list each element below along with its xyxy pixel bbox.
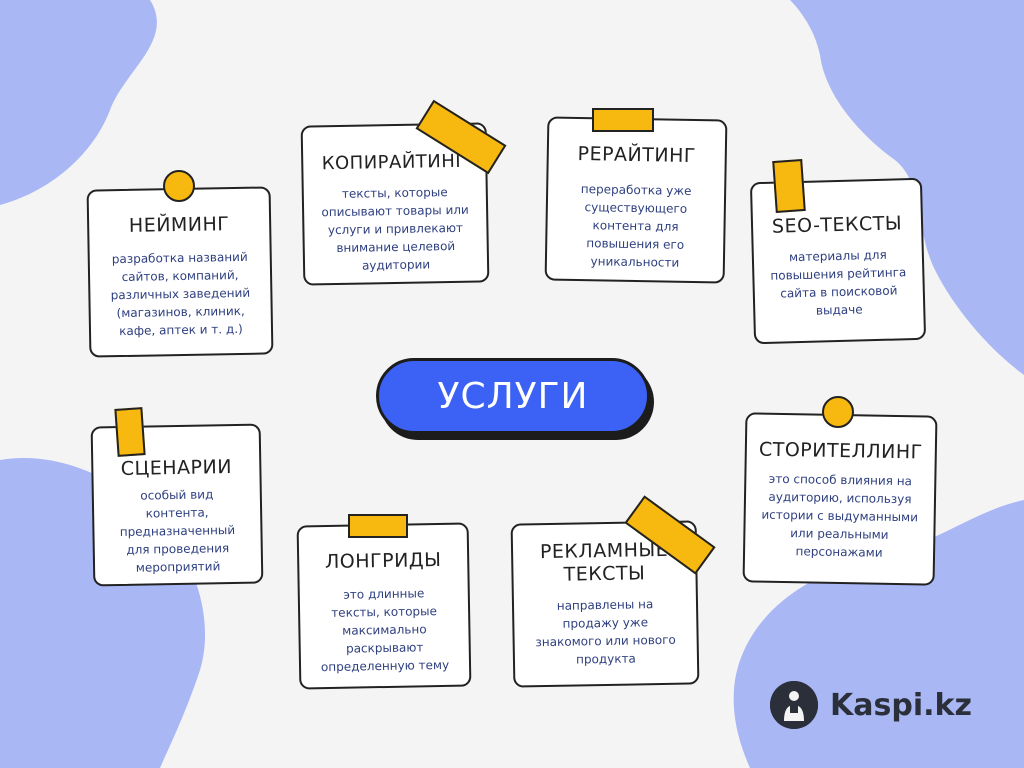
tape-icon <box>592 108 654 132</box>
card-title: SEO-ТЕКСТЫ <box>771 212 903 238</box>
card-storytelling: СТОРИТЕЛЛИНГ это способ влияния на аудит… <box>742 412 938 586</box>
card-title: ЛОНГРИДЫ <box>324 548 442 574</box>
card-description: переработка уже существующего контента д… <box>580 181 692 270</box>
card-description: это длинные тексты, которые максимально … <box>320 586 450 674</box>
center-title: УСЛУГИ <box>437 375 589 417</box>
card-title: СЦЕНАРИИ <box>120 456 233 480</box>
card-description: разработка названий сайтов, компаний, ра… <box>110 249 251 338</box>
tape-icon <box>772 159 806 213</box>
card-rewriting: РЕРАЙТИНГ переработка уже существующего … <box>544 116 728 284</box>
card-description: особый вид контента, предназначенный для… <box>119 487 236 575</box>
card-description: тексты, которые описывают товары или усл… <box>321 184 469 273</box>
tape-icon <box>348 514 408 538</box>
blob-top-right <box>790 0 1024 375</box>
card-description: это способ влияния на аудиторию, использ… <box>761 471 919 560</box>
tape-icon <box>114 407 146 457</box>
pin-icon <box>163 170 195 202</box>
kaspi-logo-text: Kaspi.kz <box>830 687 972 723</box>
card-longreads: ЛОНГРИДЫ это длинные тексты, которые мак… <box>296 522 472 690</box>
kaspi-logo: Kaspi.kz <box>770 680 972 730</box>
card-naming: НЕЙМИНГ разработка названий сайтов, комп… <box>86 186 274 358</box>
center-services-label: УСЛУГИ <box>376 358 650 434</box>
card-title: СТОРИТЕЛЛИНГ <box>758 438 923 464</box>
card-description: направлены на продажу уже знакомого или … <box>535 596 676 667</box>
card-title: РЕРАЙТИНГ <box>577 142 697 168</box>
card-title: НЕЙМИНГ <box>128 213 230 237</box>
pin-icon <box>822 396 854 428</box>
blob-top-left <box>0 0 157 205</box>
card-description: материалы для повышения рейтинга сайта в… <box>770 247 907 318</box>
kaspi-logo-icon <box>770 681 818 729</box>
